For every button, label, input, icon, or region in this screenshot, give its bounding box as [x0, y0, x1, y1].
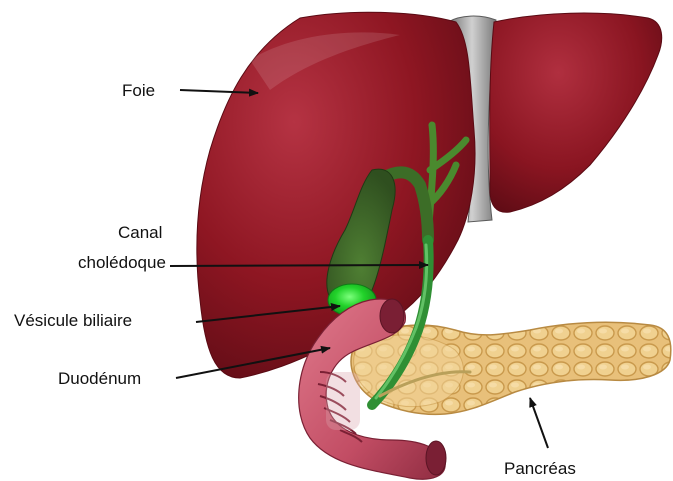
- duodenum-opening-bottom: [426, 441, 446, 475]
- label-duodenum: Duodénum: [58, 369, 141, 388]
- duodenum-cutaway: [326, 372, 360, 430]
- label-canal-line1: Canal: [118, 223, 162, 242]
- label-foie: Foie: [122, 81, 155, 100]
- liver-left-lobe: [490, 13, 662, 212]
- label-pancreas: Pancréas: [504, 459, 576, 478]
- arrow-pancreas: [530, 398, 548, 448]
- arrow-canal: [170, 265, 428, 266]
- label-vesicule: Vésicule biliaire: [14, 311, 132, 330]
- duodenum-opening-top: [380, 299, 404, 333]
- label-canal-line2: cholédoque: [78, 253, 166, 272]
